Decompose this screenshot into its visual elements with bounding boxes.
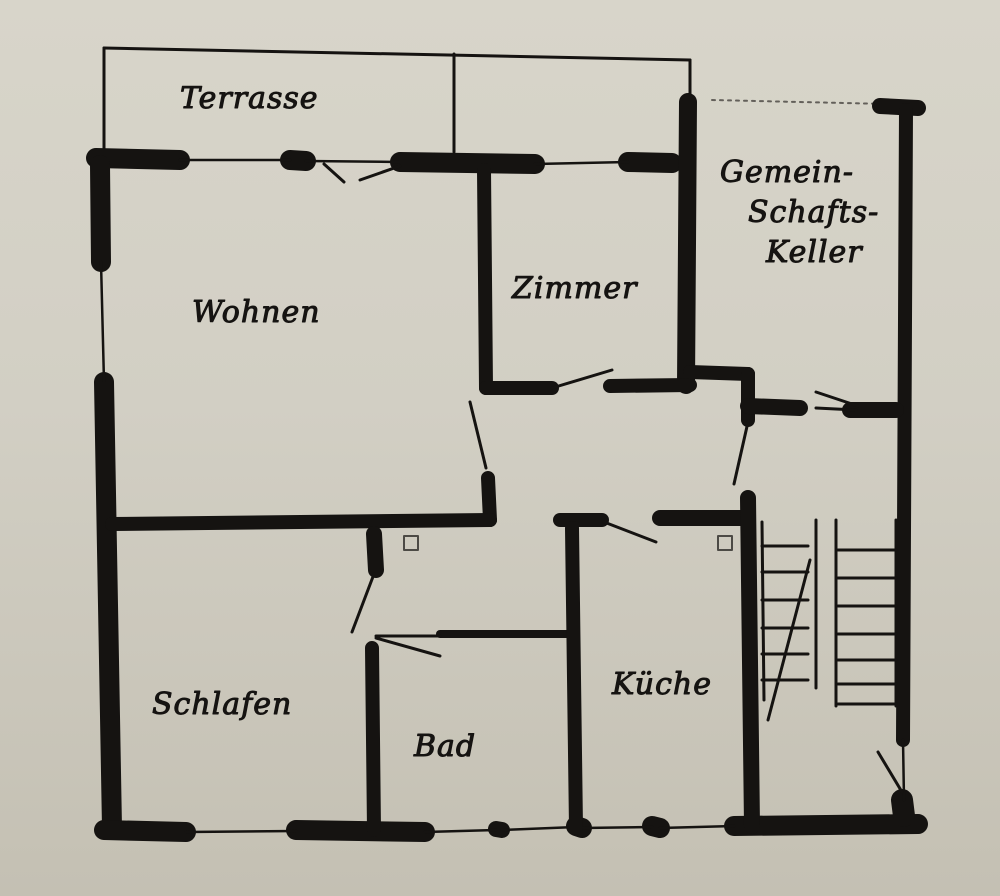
staircase bbox=[760, 518, 898, 722]
room-labels: Terrasse Gemein- Schafts- Keller Zimmer … bbox=[152, 81, 879, 765]
label-terrasse: Terrasse bbox=[180, 81, 319, 116]
outlet-marks bbox=[403, 535, 733, 551]
label-schlafen: Schlafen bbox=[152, 687, 292, 722]
interior-walls bbox=[105, 93, 904, 837]
label-wohnen: Wohnen bbox=[192, 295, 321, 330]
label-zimmer: Zimmer bbox=[511, 271, 638, 306]
label-gemeinschaftskeller-3: Keller bbox=[765, 235, 863, 270]
label-bad: Bad bbox=[413, 729, 476, 764]
outer-walls bbox=[86, 98, 928, 842]
window-lines bbox=[99, 158, 906, 834]
door-swings bbox=[322, 162, 904, 794]
dotted-boundary bbox=[711, 99, 889, 105]
label-kueche: Küche bbox=[611, 667, 712, 702]
label-gemeinschaftskeller-2: Schafts- bbox=[748, 195, 879, 230]
terrace-outline bbox=[102, 46, 692, 154]
label-gemeinschaftskeller-1: Gemein- bbox=[720, 155, 854, 190]
